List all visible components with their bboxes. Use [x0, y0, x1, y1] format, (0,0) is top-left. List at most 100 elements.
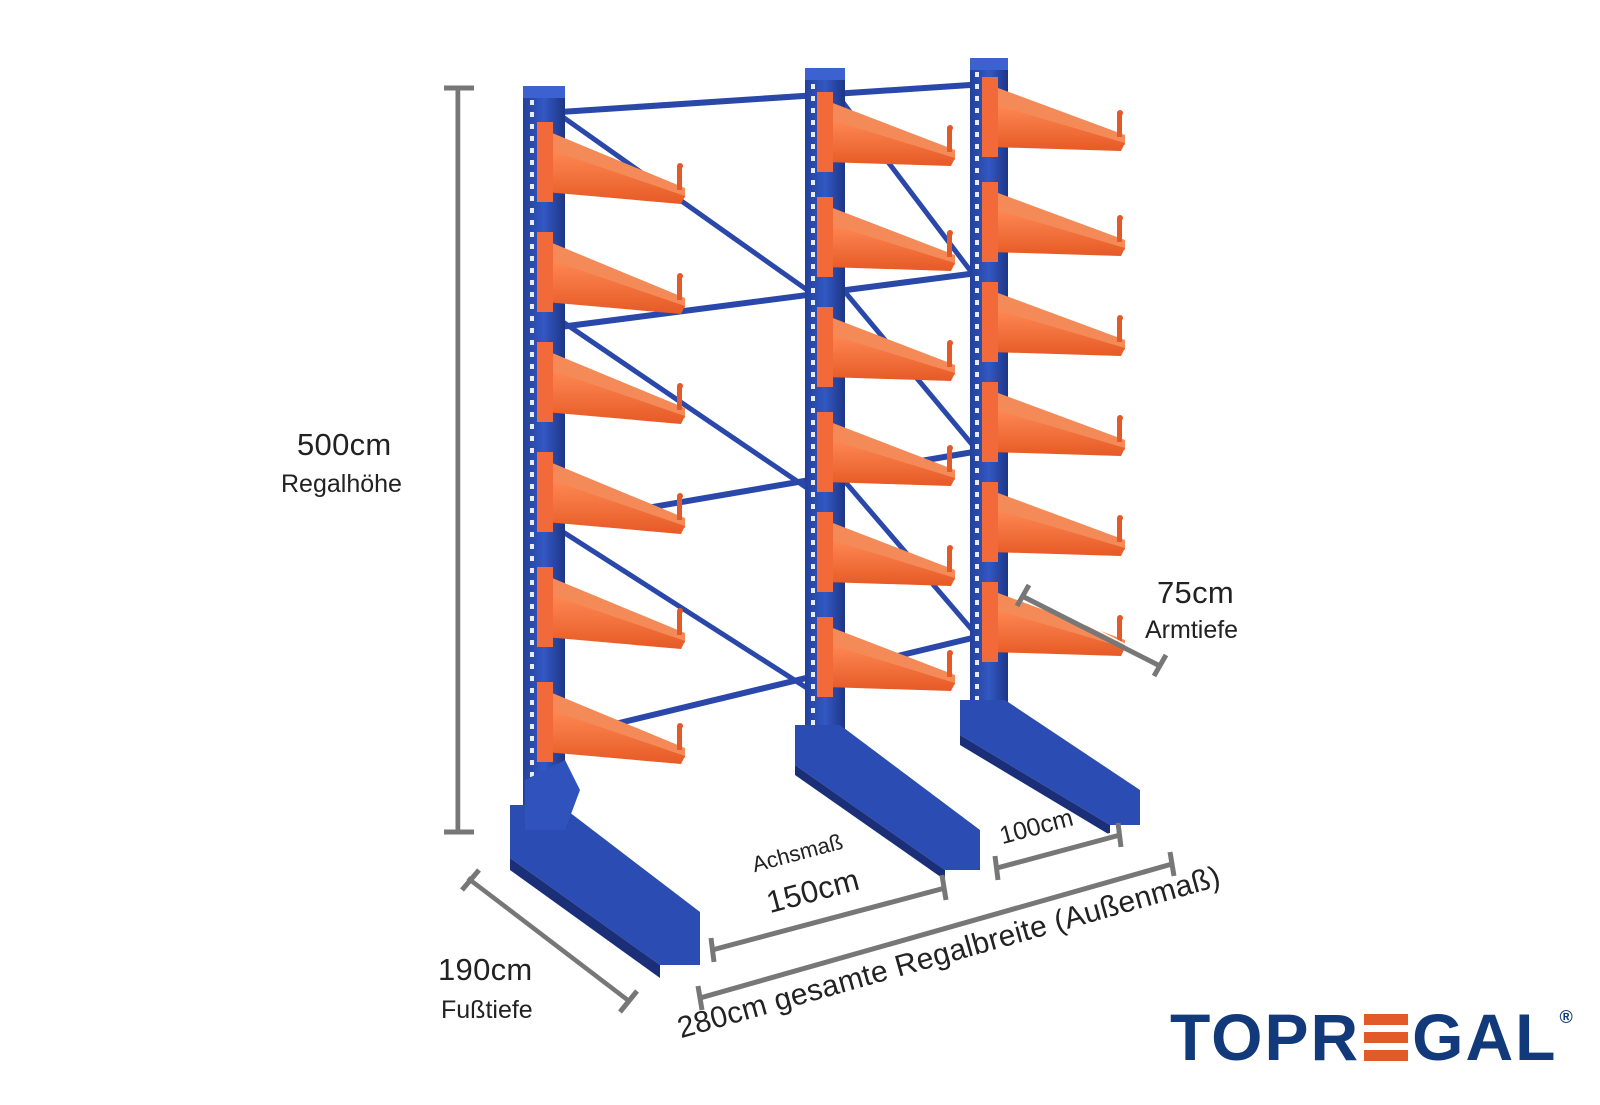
column-hole	[975, 156, 979, 161]
logo-text-part1: TOPR	[1170, 1000, 1361, 1074]
column-hole	[811, 120, 815, 125]
column-hole	[975, 648, 979, 653]
column-hole	[530, 412, 534, 417]
column-hole	[811, 396, 815, 401]
column-hole	[530, 676, 534, 681]
total-width-dimension-line	[695, 851, 1177, 1011]
column-hole	[975, 528, 979, 533]
column-hole	[530, 244, 534, 249]
column-hole	[811, 696, 815, 701]
cantilever-arm	[982, 77, 1125, 157]
column-hole	[530, 760, 534, 765]
foot-depth-label: Fußtiefe	[441, 996, 533, 1024]
foot-front	[510, 760, 700, 978]
column-hole	[530, 496, 534, 501]
column-hole	[975, 336, 979, 341]
column-hole	[811, 96, 815, 101]
column-hole	[975, 384, 979, 389]
column-hole	[530, 736, 534, 741]
column-hole	[530, 484, 534, 489]
column-hole	[975, 168, 979, 173]
column-hole	[811, 684, 815, 689]
height-dimension-line	[444, 85, 474, 835]
column-hole	[811, 612, 815, 617]
foot-depth-value: 190cm	[438, 952, 533, 987]
height-value: 500cm	[297, 427, 392, 462]
column-hole	[811, 504, 815, 509]
column-hole	[530, 304, 534, 309]
column-hole	[975, 180, 979, 185]
column-hole	[975, 84, 979, 89]
cantilever-arm	[537, 567, 685, 649]
column-hole	[811, 456, 815, 461]
column-hole	[811, 552, 815, 557]
column-hole	[975, 672, 979, 677]
column-hole	[811, 168, 815, 173]
column-hole	[811, 312, 815, 317]
column-hole	[530, 220, 534, 225]
column-hole	[530, 664, 534, 669]
column-hole	[811, 324, 815, 329]
cantilever-arm	[817, 512, 955, 592]
column-hole	[811, 132, 815, 137]
cantilever-arm	[817, 92, 955, 172]
column-hole	[530, 100, 534, 105]
arm-depth-label: Armtiefe	[1145, 616, 1239, 644]
column-hole	[811, 156, 815, 161]
column-hole	[975, 96, 979, 101]
column-hole	[530, 256, 534, 261]
column-hole	[975, 564, 979, 569]
cantilever-arm	[982, 182, 1125, 262]
cantilever-arm	[537, 232, 685, 314]
cantilever-arm	[817, 307, 955, 387]
cantilever-arm	[982, 382, 1125, 462]
column-hole	[975, 516, 979, 521]
column-hole	[975, 684, 979, 689]
column-hole	[811, 480, 815, 485]
registered-mark: ®	[1559, 1007, 1575, 1027]
column-hole	[530, 232, 534, 237]
column-hole	[811, 204, 815, 209]
column-hole	[975, 216, 979, 221]
column-hole	[811, 240, 815, 245]
column-hole	[530, 172, 534, 177]
column-hole	[530, 364, 534, 369]
column-hole	[811, 648, 815, 653]
cantilever-arm	[817, 617, 955, 697]
cantilever-arm	[982, 582, 1125, 662]
column-hole	[975, 624, 979, 629]
column-hole	[811, 420, 815, 425]
column-hole	[530, 532, 534, 537]
column-hole	[811, 672, 815, 677]
column-hole	[530, 520, 534, 525]
column-hole	[975, 444, 979, 449]
column-hole	[975, 108, 979, 113]
axis-dimension-line	[708, 874, 949, 963]
column-hole	[975, 240, 979, 245]
cantilever-arm	[982, 482, 1125, 562]
column-hole	[975, 372, 979, 377]
column-hole	[811, 720, 815, 725]
column-hole	[975, 600, 979, 605]
column-hole	[811, 276, 815, 281]
inner-dimension-line	[992, 822, 1124, 881]
column-hole	[975, 480, 979, 485]
column-hole	[811, 588, 815, 593]
column-hole	[975, 612, 979, 617]
column-hole	[975, 636, 979, 641]
column-hole	[975, 696, 979, 701]
column-hole	[975, 576, 979, 581]
column-hole	[811, 252, 815, 257]
column-hole	[530, 616, 534, 621]
column-hole	[811, 300, 815, 305]
column-hole	[530, 352, 534, 357]
column-hole	[811, 492, 815, 497]
column-hole	[530, 160, 534, 165]
cantilever-arm	[537, 452, 685, 534]
column-hole	[811, 432, 815, 437]
column-hole	[975, 144, 979, 149]
column-hole	[530, 472, 534, 477]
column-hole	[811, 708, 815, 713]
column-hole	[811, 516, 815, 521]
column-hole	[811, 336, 815, 341]
